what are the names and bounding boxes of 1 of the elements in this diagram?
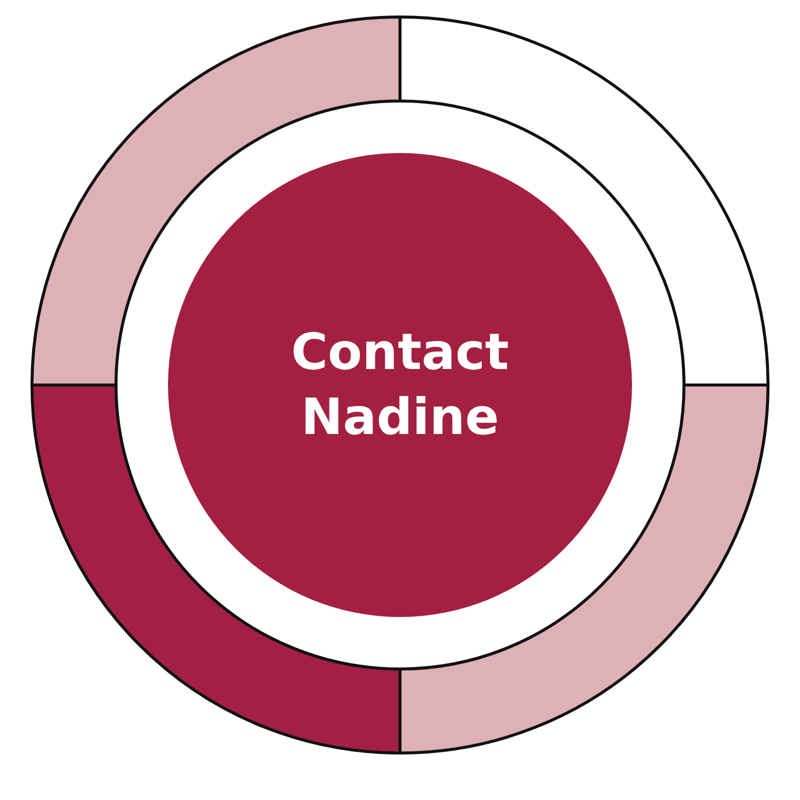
center-title: Contact Nadine xyxy=(290,322,510,448)
